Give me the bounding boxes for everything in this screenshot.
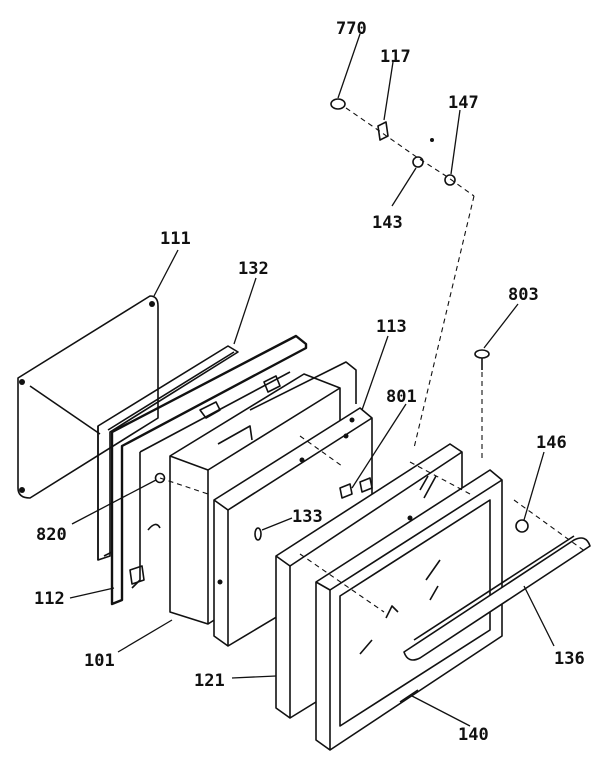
- part-liner-frame: [110, 334, 308, 606]
- assembly-lines: [159, 107, 587, 613]
- callout-143: 143: [372, 213, 403, 233]
- callout-140: 140: [458, 725, 489, 745]
- callout-803: 803: [508, 285, 539, 305]
- callout-117: 117: [380, 47, 411, 67]
- callout-770: 770: [336, 19, 367, 39]
- part-133: [254, 527, 262, 541]
- callout-146: 146: [536, 433, 567, 453]
- part-handle: [403, 535, 591, 661]
- callout-147: 147: [448, 93, 479, 113]
- part-outer-door-frame: [315, 469, 503, 751]
- part-143: [412, 156, 424, 168]
- callout-121: 121: [194, 671, 225, 691]
- part-spacer-146: [515, 519, 529, 533]
- callout-132: 132: [238, 259, 269, 279]
- part-inner-door: [213, 361, 373, 647]
- callout-113: 113: [376, 317, 407, 337]
- callout-801: 801: [386, 387, 417, 407]
- callout-112: 112: [34, 589, 65, 609]
- part-147: [444, 174, 456, 186]
- callout-101: 101: [84, 651, 115, 671]
- part-back-panel: [17, 295, 159, 499]
- part-screw-803: [474, 349, 490, 370]
- part-screws-801: [339, 477, 373, 499]
- part-gasket-frame: [97, 345, 239, 561]
- callout-133: 133: [292, 507, 323, 527]
- callout-820: 820: [36, 525, 67, 545]
- callout-111: 111: [160, 229, 191, 249]
- part-770: [330, 98, 346, 110]
- callout-136: 136: [554, 649, 585, 669]
- callout-labels: 770 117 147 143 111 132 803 113 801 146 …: [34, 19, 585, 745]
- leader-lines: [69, 33, 555, 727]
